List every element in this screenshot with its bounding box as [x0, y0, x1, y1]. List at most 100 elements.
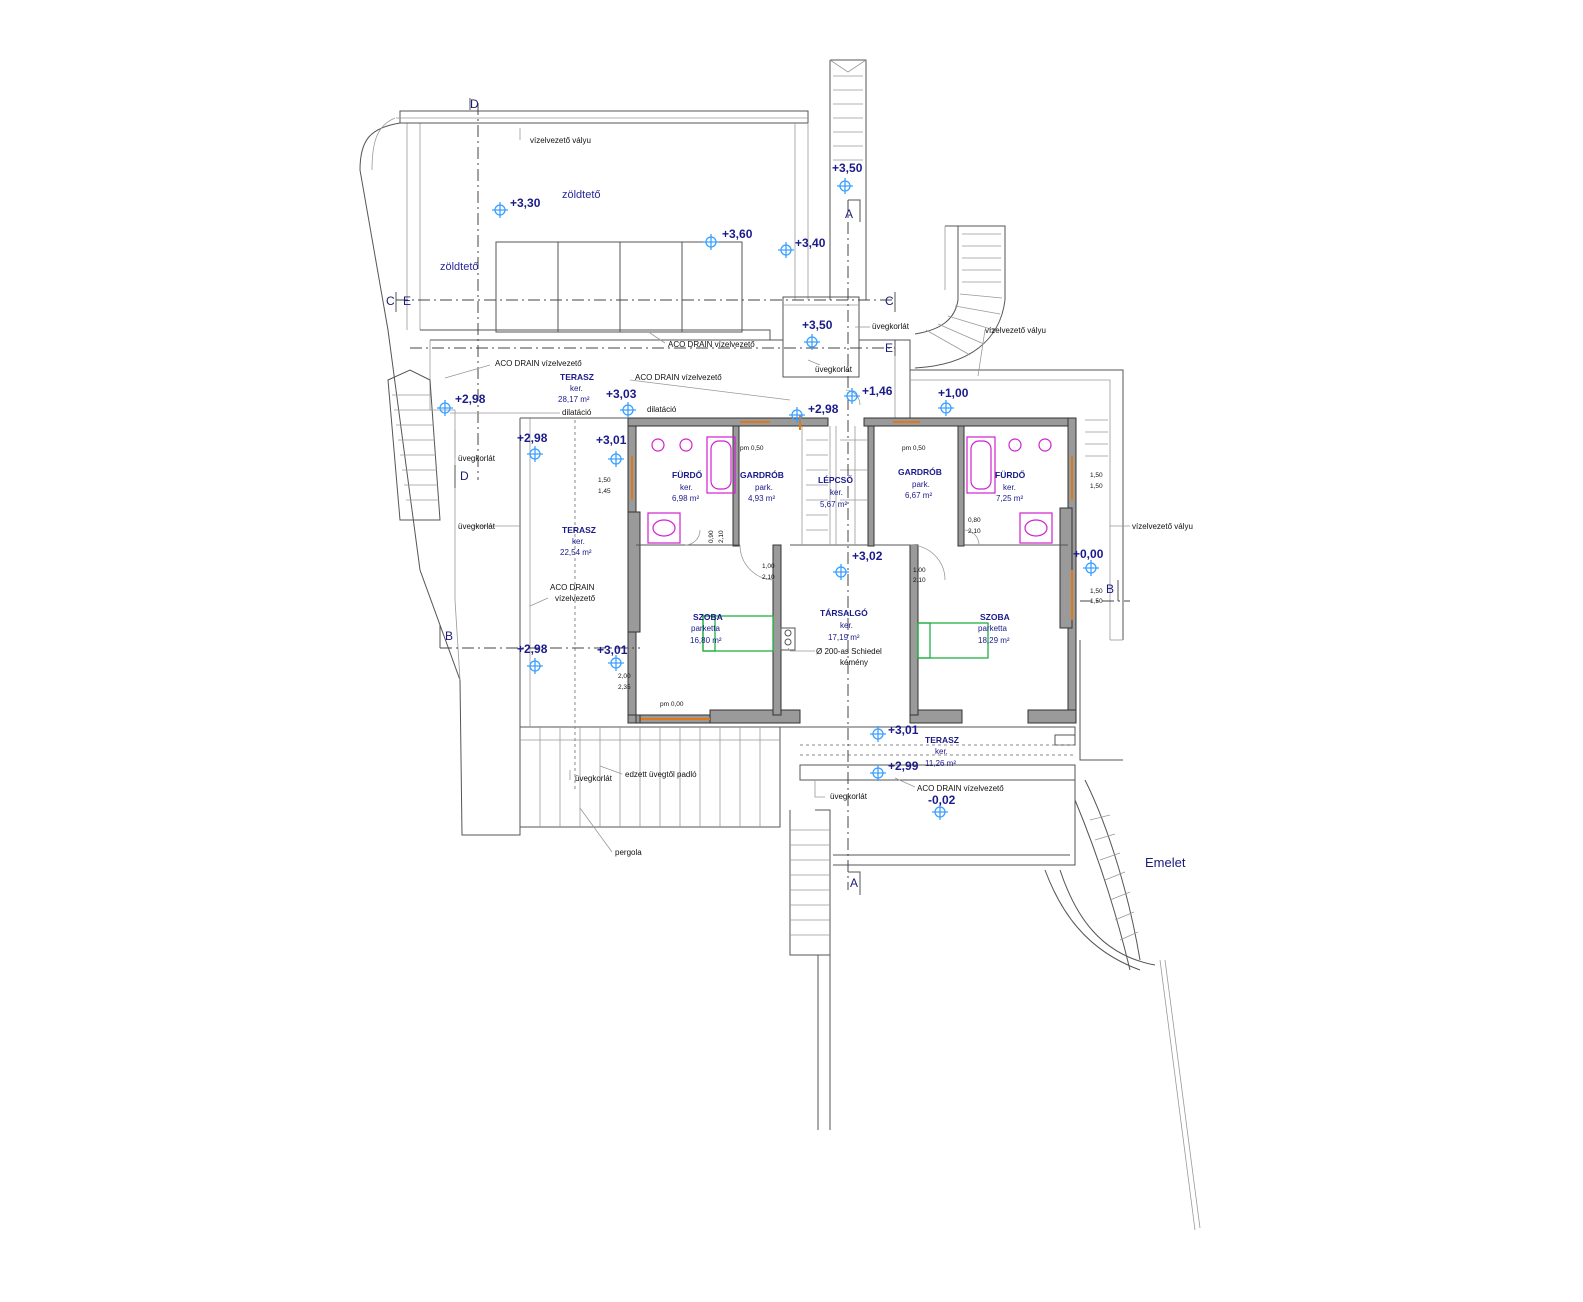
roof-label-green-2: zöldtető: [440, 261, 479, 273]
dim-p1: pm 0,50: [740, 445, 764, 452]
level-marker-cross-icon: [437, 400, 453, 416]
room-terasz-nw-area: 28,17 m²: [558, 395, 590, 404]
leader-lines: [444, 128, 1130, 853]
level-marker-cross-icon: [932, 804, 948, 820]
note-aco-drain-4b: vízelvezető: [555, 594, 596, 603]
dim-16: 2,10: [968, 528, 981, 535]
room-tarsalgo-area: 17,19 m²: [828, 633, 860, 642]
note-aco-drain-3: ACO DRAIN vízelvezető: [635, 373, 722, 382]
note-uvegkorlat-1: üvegkorlát: [458, 454, 496, 463]
level-298-nw: +2,98: [455, 392, 486, 406]
note-edzett-uveg: edzett üvegtől padló: [625, 770, 697, 779]
dim-6: 2,10: [762, 574, 775, 581]
section-d-top: D: [470, 97, 479, 111]
dim-10: 1,50: [1090, 483, 1103, 490]
section-a-top: A: [845, 207, 853, 221]
dim-2: 1,45: [598, 488, 611, 495]
room-gardrob-left-name: GARDRÓB: [740, 469, 784, 480]
level-marker-cross-icon: [620, 402, 636, 418]
level-marker-cross-icon: [608, 655, 624, 671]
level-301-s: +3,01: [888, 723, 919, 737]
level-298-stair: +2,98: [808, 402, 839, 416]
room-terasz-s-surface: ker.: [935, 747, 948, 756]
dim-p2: pm 0,50: [902, 445, 926, 452]
room-tarsalgo-surface: ker.: [840, 621, 853, 630]
note-uvegkorlat-3: üvegkorlát: [872, 322, 910, 331]
room-szoba-left-name: SZOBA: [693, 612, 723, 622]
level-000: +0,00: [1073, 547, 1104, 561]
level-marker-cross-icon: [492, 202, 508, 218]
dim-4: 2,10: [718, 530, 725, 543]
note-dilatacio-2: dilatáció: [647, 405, 677, 414]
level-labels: +3,30 +3,60 +3,50 +3,40 +3,50 +2,98 +3,0…: [455, 161, 1104, 807]
roof-outlines: [359, 59, 1201, 1231]
note-pergola: pergola: [615, 848, 642, 857]
room-gardrob-right-surface: park.: [912, 480, 930, 489]
section-e-left: E: [403, 294, 411, 308]
building-walls: [627, 417, 1077, 724]
section-e-right: E: [885, 341, 893, 355]
roof-label-green-1: zöldtető: [562, 189, 601, 201]
dim-p3: pm 0,00: [660, 701, 684, 708]
room-gardrob-left-surface: park.: [755, 483, 773, 492]
level-marker-cross-icon: [608, 451, 624, 467]
room-furdo-left-area: 6,98 m²: [672, 494, 699, 503]
level-350-mid: +3,50: [802, 318, 833, 332]
level-298-w: +2,98: [517, 431, 548, 445]
note-vizelvezeto-valyu-right: vízelvezető vályu: [1132, 522, 1193, 531]
openings: [631, 389, 1073, 724]
room-terasz-nw-surface: ker.: [570, 384, 583, 393]
dim-3: 0,90: [708, 530, 715, 543]
dim-11: 1,50: [1090, 588, 1103, 595]
sheet-title: Emelet: [1145, 855, 1186, 870]
level-303: +3,03: [606, 387, 637, 401]
level-marker-cross-icon: [527, 446, 543, 462]
level-marker-cross-icon: [833, 564, 849, 580]
note-aco-drain-4a: ACO DRAIN: [550, 583, 595, 592]
dim-9: 1,50: [1090, 472, 1103, 479]
level-146: +1,46: [862, 384, 893, 398]
level-302: +3,02: [852, 549, 883, 563]
section-a-bottom: A: [850, 876, 858, 890]
dim-15: 0,80: [968, 517, 981, 524]
dim-14: 2,35: [618, 684, 631, 691]
room-terasz-s-area: 11,26 m²: [925, 759, 956, 768]
section-d-left: D: [460, 469, 469, 483]
section-b-right: B: [1106, 582, 1114, 596]
level-350-top: +3,50: [832, 161, 863, 175]
room-gardrob-left-area: 4,93 m²: [748, 494, 775, 503]
room-gardrob-right-name: GARDRÓB: [898, 466, 942, 477]
level-298-sw: +2,98: [517, 642, 548, 656]
room-gardrob-right-area: 6,67 m²: [905, 491, 932, 500]
room-lepcso-name: LÉPCSŐ: [818, 474, 853, 485]
section-b-left: B: [445, 629, 453, 643]
level-100: +1,00: [938, 386, 969, 400]
level-360: +3,60: [722, 227, 753, 241]
level-marker-cross-icon: [1083, 560, 1099, 576]
section-c-right: C: [885, 294, 894, 308]
level-301-sw: +3,01: [597, 643, 628, 657]
level-marker-cross-icon: [789, 407, 805, 423]
note-vizelvezeto-valyu-top: vízelvezető vályu: [530, 136, 591, 145]
section-c-left: C: [386, 294, 395, 308]
room-szoba-right-area: 18,29 m²: [978, 636, 1010, 645]
room-lepcso-surface: ker.: [830, 488, 843, 497]
room-terasz-w-surface: ker.: [572, 537, 585, 546]
dim-1: 1,50: [598, 477, 611, 484]
level-299: +2,99: [888, 759, 919, 773]
room-szoba-left-area: 16,80 m²: [690, 636, 722, 645]
level-marker-cross-icon: [870, 765, 886, 781]
dim-7: 1,00: [913, 567, 926, 574]
note-schiedel-2: kémény: [840, 658, 868, 667]
level-marker-cross-icon: [938, 400, 954, 416]
room-terasz-w-name: TERASZ: [562, 525, 596, 535]
room-furdo-right-name: FÜRDŐ: [995, 469, 1026, 480]
note-vizelvezeto-valyu-right-top: vízelvezető vályu: [985, 326, 1046, 335]
dim-5: 1,00: [762, 563, 775, 570]
room-tarsalgo-name: TÁRSALGÓ: [820, 607, 868, 618]
room-furdo-right-surface: ker.: [1003, 483, 1016, 492]
note-uvegkorlat-4: üvegkorlát: [815, 365, 853, 374]
section-lines: [395, 98, 1130, 895]
room-szoba-right-surface: parketta: [978, 624, 1007, 633]
level-marker-cross-icon: [844, 388, 860, 404]
